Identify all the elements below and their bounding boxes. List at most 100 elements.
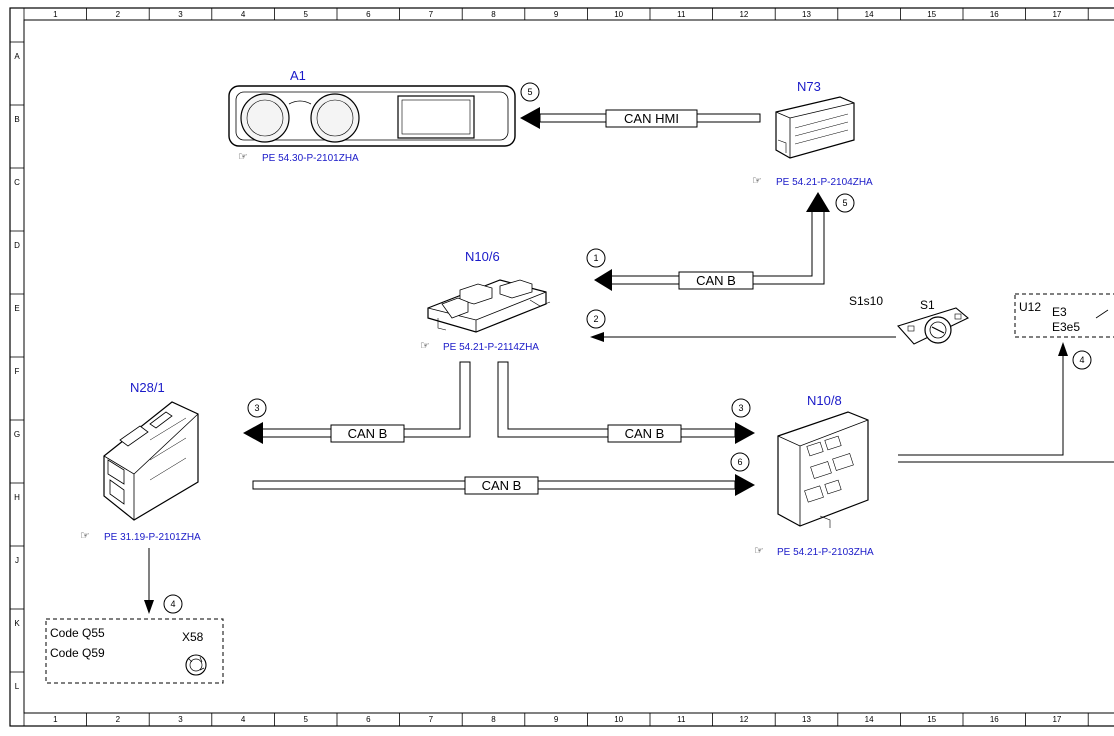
n73-reference[interactable]: ☞ PE 54.21-P-2104ZHA <box>752 175 873 188</box>
a1-instrument-cluster <box>228 85 516 147</box>
marker-n10-8-top-text: 3 <box>738 403 743 413</box>
column-label: 17 <box>1052 715 1061 724</box>
column-label: 17 <box>1052 10 1061 19</box>
column-label: 6 <box>366 715 371 724</box>
a1-label: A1 <box>290 68 306 83</box>
u12-label: U12 <box>1019 300 1041 314</box>
can-b-bottom-bus <box>252 474 755 496</box>
s1-label: S1 <box>920 298 935 312</box>
n73-module <box>775 96 855 159</box>
can-b-left-label: CAN B <box>348 426 388 441</box>
x58-box <box>45 618 224 684</box>
column-label: 11 <box>677 715 686 724</box>
n28-1-module <box>103 401 199 521</box>
n10-8-ref-text: PE 54.21-P-2103ZHA <box>777 547 874 558</box>
hand-pointer-icon: ☞ <box>420 340 430 352</box>
column-label: 6 <box>366 10 371 19</box>
column-label: 10 <box>614 10 623 19</box>
column-label: 1 <box>53 10 58 19</box>
marker-a1: 5 <box>520 82 540 102</box>
marker-n28-1-text: 3 <box>254 403 259 413</box>
hand-pointer-icon: ☞ <box>752 175 762 187</box>
n10-6-label: N10/6 <box>465 249 500 264</box>
row-label: K <box>14 619 20 628</box>
a1-ref-text: PE 54.30-P-2101ZHA <box>262 153 359 164</box>
marker-n10-8-top: 3 <box>731 398 751 418</box>
column-label: 9 <box>554 715 559 724</box>
u12-line1: E3 <box>1052 305 1067 319</box>
row-ticks <box>10 41 24 673</box>
x58-label: X58 <box>182 630 204 644</box>
marker-n10-8-bottom-text: 6 <box>737 457 742 467</box>
marker-a1-text: 5 <box>527 87 532 97</box>
column-label: 10 <box>614 715 623 724</box>
n10-8-to-u12-line <box>898 342 1114 463</box>
column-label: 9 <box>554 10 559 19</box>
s1-light-switch <box>897 307 970 345</box>
hand-pointer-icon: ☞ <box>80 530 90 542</box>
row-label: F <box>15 367 20 376</box>
n28-1-label: N28/1 <box>130 380 165 395</box>
row-label: E <box>14 304 19 313</box>
column-label: 8 <box>491 715 496 724</box>
column-label: 2 <box>116 715 121 724</box>
n28-1-reference[interactable]: ☞ PE 31.19-P-2101ZHA <box>80 530 201 543</box>
n10-8-label: N10/8 <box>807 393 842 408</box>
n73-ref-text: PE 54.21-P-2104ZHA <box>776 177 873 188</box>
n10-6-reference[interactable]: ☞ PE 54.21-P-2114ZHA <box>420 340 539 353</box>
n10-8-module <box>777 411 869 528</box>
column-label: 5 <box>303 715 308 724</box>
column-label: 13 <box>802 10 811 19</box>
column-label: 7 <box>429 10 434 19</box>
marker-x58-text: 4 <box>170 599 175 609</box>
column-label: 4 <box>241 10 246 19</box>
can-b-right-bus <box>497 361 755 444</box>
column-label: 16 <box>990 715 999 724</box>
column-label: 14 <box>865 10 874 19</box>
can-hmi-bus <box>520 107 761 129</box>
hand-pointer-icon: ☞ <box>238 151 248 163</box>
marker-n10-6-s1-text: 2 <box>593 314 598 324</box>
column-label: 5 <box>303 10 308 19</box>
can-hmi-label: CAN HMI <box>624 111 679 126</box>
row-label: C <box>14 178 20 187</box>
column-label: 3 <box>178 715 183 724</box>
column-label: 12 <box>739 715 748 724</box>
outer-frame <box>9 7 1114 727</box>
n10-6-ref-text: PE 54.21-P-2114ZHA <box>443 342 539 353</box>
can-b-bottom-label: CAN B <box>482 478 522 493</box>
marker-n73-text: 5 <box>842 198 847 208</box>
marker-u12-text: 4 <box>1079 355 1084 365</box>
column-label: 15 <box>927 10 936 19</box>
marker-n10-6-top-text: 1 <box>593 253 598 263</box>
u12-line2: E3e5 <box>1052 320 1080 334</box>
row-label: J <box>15 556 19 565</box>
s1s10-label: S1s10 <box>849 294 883 308</box>
n10-8-reference[interactable]: ☞ PE 54.21-P-2103ZHA <box>754 545 874 558</box>
s1-signal-line <box>590 332 896 342</box>
column-label: 4 <box>241 715 246 724</box>
column-label: 8 <box>491 10 496 19</box>
column-label: 13 <box>802 715 811 724</box>
column-label: 15 <box>927 715 936 724</box>
column-label: 11 <box>677 10 686 19</box>
hand-pointer-icon: ☞ <box>754 545 764 557</box>
can-b-top-label: CAN B <box>696 273 736 288</box>
marker-n10-6-s1: 2 <box>586 309 606 329</box>
marker-x58: 4 <box>163 594 183 614</box>
inner-frame <box>23 19 1114 714</box>
row-label: A <box>14 52 20 61</box>
n73-label: N73 <box>797 79 821 94</box>
marker-u12: 4 <box>1072 350 1092 370</box>
a1-reference[interactable]: ☞ PE 54.30-P-2101ZHA <box>238 151 359 164</box>
marker-n10-8-bottom: 6 <box>730 452 750 472</box>
x58-code-q59: Code Q59 <box>50 646 105 660</box>
row-label: G <box>14 430 20 439</box>
column-label: 16 <box>990 10 999 19</box>
can-b-right-label: CAN B <box>625 426 665 441</box>
column-label: 12 <box>739 10 748 19</box>
column-ticks <box>23 8 1089 726</box>
